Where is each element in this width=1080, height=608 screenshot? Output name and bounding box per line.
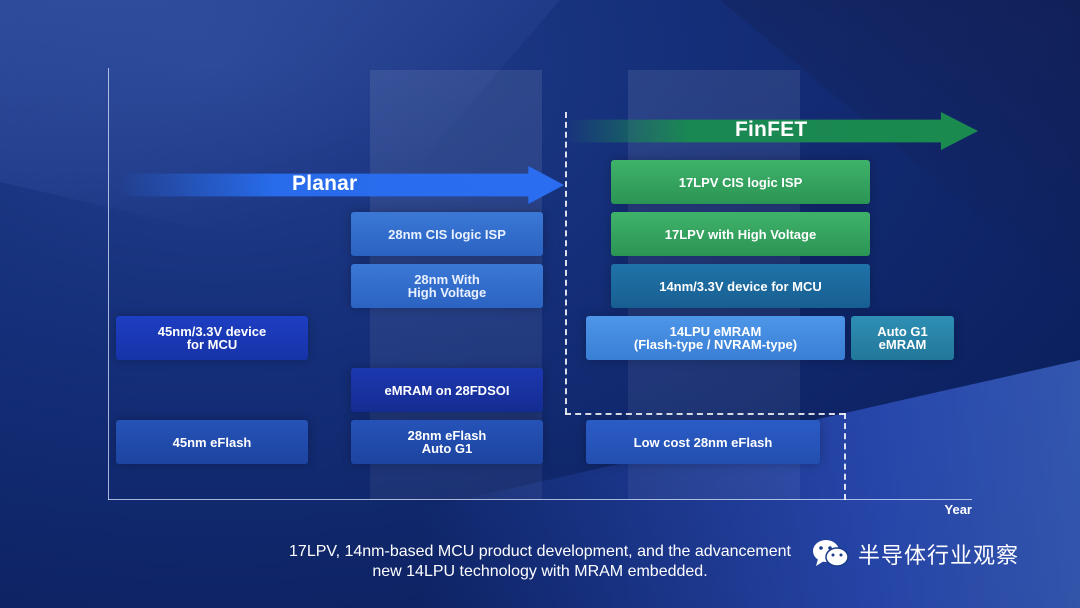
box-14nm-mcu: 14nm/3.3V device for MCU	[611, 264, 870, 308]
box-28nm-cis-logic-isp: 28nm CIS logic ISP	[351, 212, 543, 256]
x-axis-label: Year	[944, 502, 972, 517]
x-axis-line	[108, 499, 972, 500]
box-14lpu-emram: 14LPU eMRAM (Flash-type / NVRAM-type)	[586, 316, 845, 360]
box-low-cost-28nm-eflash: Low cost 28nm eFlash	[586, 420, 820, 464]
box-45nm-mcu: 45nm/3.3V device for MCU	[116, 316, 308, 360]
watermark-text: 半导体行业观察	[858, 544, 1020, 569]
box-17lpv-high-voltage: 17LPV with High Voltage	[611, 212, 870, 256]
wechat-icon	[812, 538, 850, 570]
finfet-divider	[565, 112, 567, 414]
box-28nm-eflash-auto-g1: 28nm eFlash Auto G1	[351, 420, 543, 464]
planar-label: Planar	[292, 172, 358, 195]
finfet-divider	[844, 413, 846, 500]
caption: 17LPV, 14nm-based MCU product developmen…	[180, 542, 900, 582]
caption-line-1: 17LPV, 14nm-based MCU product developmen…	[289, 543, 791, 560]
box-45nm-eflash: 45nm eFlash	[116, 420, 308, 464]
finfet-label: FinFET	[735, 118, 808, 141]
caption-line-2: new 14LPU technology with MRAM embedded.	[372, 563, 708, 580]
watermark: 半导体行业观察	[812, 538, 1019, 570]
box-28nm-high-voltage: 28nm With High Voltage	[351, 264, 543, 308]
box-17lpv-cis-logic-isp: 17LPV CIS logic ISP	[611, 160, 870, 204]
finfet-divider	[565, 413, 845, 415]
box-auto-g1-emram: Auto G1 eMRAM	[851, 316, 954, 360]
y-axis-line	[108, 68, 109, 500]
box-emram-28fdsoi: eMRAM on 28FDSOI	[351, 368, 543, 412]
